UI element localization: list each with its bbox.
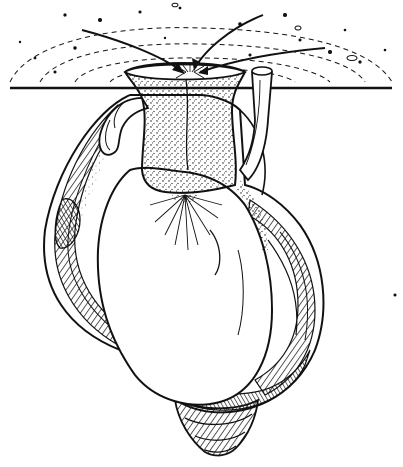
breathing-tube bbox=[240, 68, 272, 181]
shell-spire bbox=[175, 400, 258, 455]
mouth-opening bbox=[125, 65, 245, 80]
